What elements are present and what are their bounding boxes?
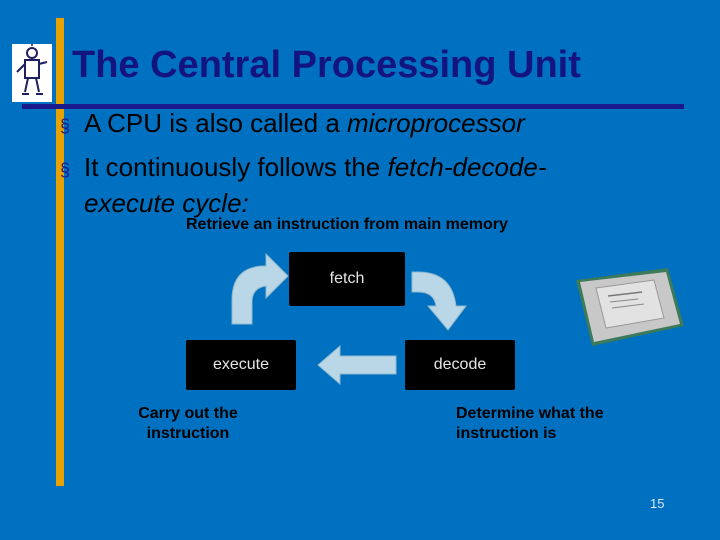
bullet-2-emphasis: fetch-decode- (387, 152, 547, 182)
bullet-2-text: It continuously follows the (84, 152, 388, 182)
robot-figure-icon (12, 44, 52, 102)
slide-title: The Central Processing Unit (72, 44, 581, 86)
arrow-fetch-to-decode (411, 271, 467, 331)
bullet-marker-1: § (60, 116, 71, 136)
execute-box: execute (186, 340, 296, 390)
bullet-1-text: A CPU is also called a (84, 108, 348, 138)
bullet-2-emphasis-continued: execute cycle: (84, 188, 249, 218)
accent-vertical-bar (56, 18, 64, 486)
decode-box: decode (405, 340, 515, 390)
page-number: 15 (650, 496, 665, 511)
bullet-1-emphasis: microprocessor (347, 108, 525, 138)
arrow-execute-to-fetch (231, 252, 289, 325)
bullet-marker-2: § (60, 160, 71, 180)
fetch-box: fetch (289, 252, 405, 306)
decode-note: Determine what the instruction is (456, 405, 604, 442)
bullet-2-continued: execute cycle: (84, 188, 249, 219)
fetch-note: Retrieve an instruction from main memory (186, 216, 508, 233)
execute-note: Carry out the instruction (138, 405, 238, 442)
bullet-1: A CPU is also called a microprocessor (84, 108, 525, 139)
title-underline-bar (22, 104, 684, 109)
bullet-2: It continuously follows the fetch-decode… (84, 152, 546, 183)
cpu-chip-icon (572, 266, 688, 348)
arrow-decode-to-execute (317, 344, 397, 386)
